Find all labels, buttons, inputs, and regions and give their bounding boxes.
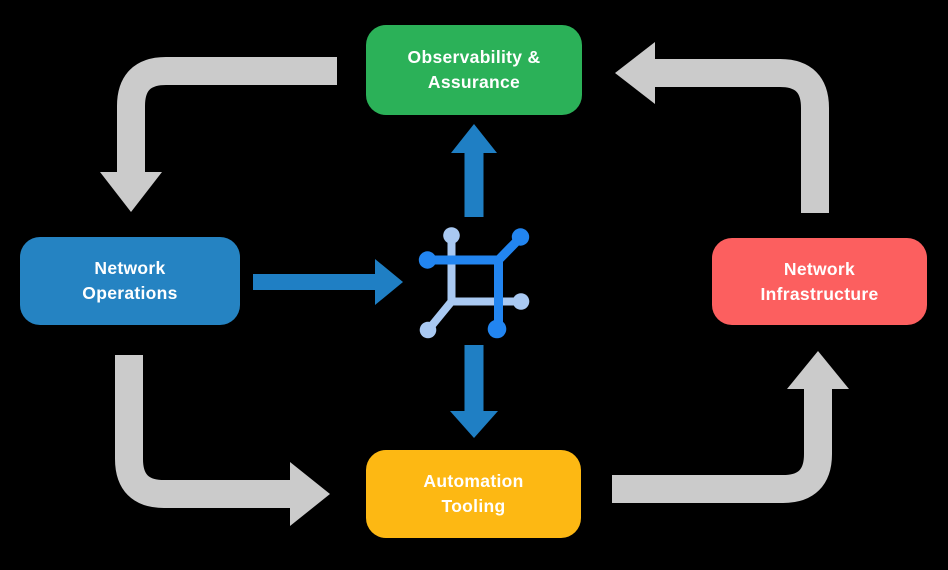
flow-arrow-center-to-observability [451,124,497,217]
cycle-arrow-operations-to-automation [115,355,330,526]
cycle-arrow-observability-to-operations [100,57,337,212]
flow-arrow-center-to-automation [450,345,498,438]
arrow-head-left-icon [615,42,655,104]
arrow-head-right-icon [290,462,330,526]
cycle-arrow-infrastructure-to-observability [615,42,829,213]
node-label-line1: Network [783,258,856,279]
icon-node-dot [487,319,507,339]
icon-node-dot [512,293,530,310]
arrow-shaft [115,355,290,508]
arrow-head-down-icon [450,411,498,438]
arrow-head-up-icon [787,351,849,389]
node-observability-assurance: Observability & Assurance [366,25,582,115]
cycle-arrow-automation-to-infrastructure [612,351,849,503]
arrow-shaft [612,388,832,503]
arrow-shaft [655,59,829,213]
node-automation-tooling: Automation Tooling [366,450,581,538]
node-network-operations: Network Operations [20,237,240,325]
node-label-line2: Assurance [427,72,521,92]
arrow-head-right-icon [375,259,403,305]
node-label-line1: Observability & [407,47,541,68]
network-nodes-icon [418,227,530,339]
network-icon-dark-part [418,228,530,339]
flow-arrow-operations-to-center [253,259,403,305]
arrow-head-down-icon [100,172,162,212]
arrow-head-up-icon [451,124,497,153]
icon-node-dot [419,321,437,339]
node-label-line2: Operations [82,283,178,303]
node-label-line2: Infrastructure [760,283,879,304]
icon-node-dot [443,227,460,244]
node-label-line1: Automation [423,471,524,492]
icon-node-dot [511,228,530,246]
node-label-line2: Tooling [441,496,506,516]
node-network-infrastructure: Network Infrastructure [712,238,927,325]
icon-node-dot [418,251,437,269]
arrow-shaft [117,57,337,174]
node-label-line1: Network [94,258,166,279]
